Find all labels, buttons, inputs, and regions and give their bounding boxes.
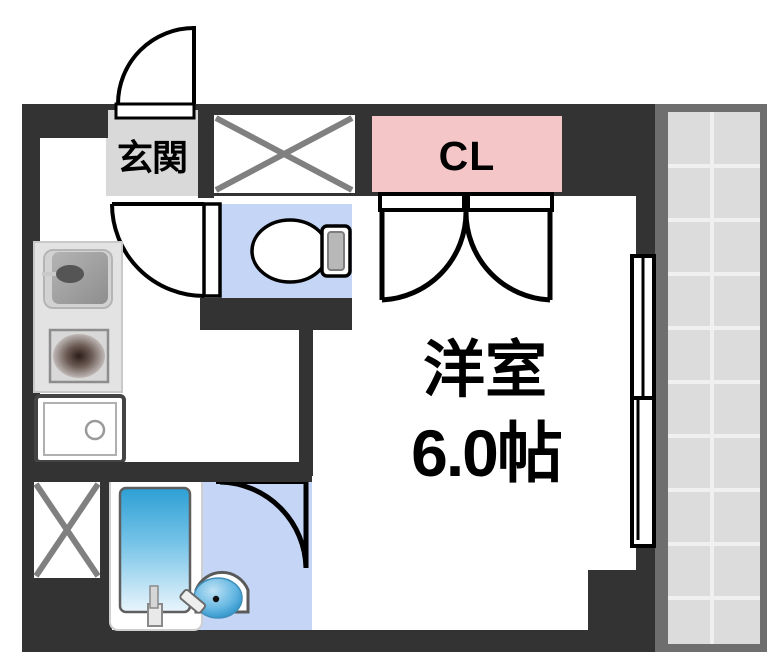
storage-cabinet xyxy=(33,482,101,578)
balcony-grid xyxy=(668,112,760,644)
bathtub xyxy=(118,486,192,627)
bathroom xyxy=(109,475,312,631)
kitchen-counter xyxy=(33,241,123,393)
closet-doors[interactable] xyxy=(378,192,554,303)
toilet-fixture xyxy=(250,218,352,284)
kitchen-stove xyxy=(48,328,110,384)
genkan-area xyxy=(106,110,198,196)
entrance-door[interactable] xyxy=(114,26,196,120)
washbasin xyxy=(179,570,250,619)
western-room-floor xyxy=(312,196,636,630)
interior-walls xyxy=(22,104,352,482)
kitchen-sink xyxy=(42,249,113,309)
washbasin-faucet-icon xyxy=(179,589,206,614)
toilet-room xyxy=(218,204,352,298)
shoe-cabinet xyxy=(213,115,355,193)
balcony xyxy=(655,104,767,652)
balcony-sliding-door[interactable] xyxy=(630,254,656,548)
closet-cl xyxy=(372,116,562,192)
washing-machine-space xyxy=(34,394,126,464)
toilet-door[interactable] xyxy=(110,202,222,298)
sink-faucet-icon xyxy=(42,265,84,283)
